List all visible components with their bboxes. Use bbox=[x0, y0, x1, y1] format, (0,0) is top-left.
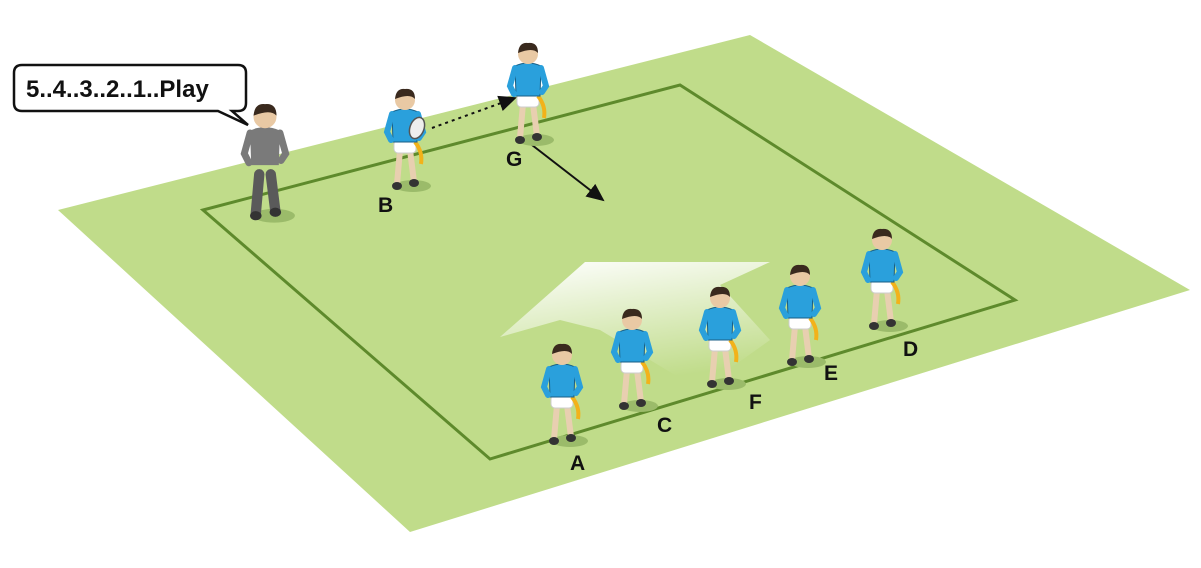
player-a bbox=[540, 343, 588, 447]
boot bbox=[804, 355, 814, 363]
hair bbox=[710, 286, 730, 297]
torso bbox=[868, 248, 896, 283]
torso bbox=[706, 306, 734, 341]
arms bbox=[240, 129, 290, 167]
boot bbox=[409, 179, 419, 187]
torso bbox=[514, 62, 542, 97]
player-label-e: E bbox=[824, 362, 838, 385]
arms bbox=[610, 331, 654, 363]
torso bbox=[548, 363, 576, 398]
hair bbox=[872, 228, 892, 239]
arms bbox=[860, 251, 904, 283]
boot bbox=[549, 437, 559, 445]
hair bbox=[622, 308, 642, 319]
boot bbox=[532, 133, 542, 141]
tag-belt-icon bbox=[570, 395, 581, 420]
boot bbox=[392, 182, 402, 190]
boot bbox=[707, 380, 717, 388]
hair bbox=[790, 264, 810, 275]
player-label-a: A bbox=[570, 452, 585, 475]
arms bbox=[506, 65, 550, 97]
boot bbox=[869, 322, 879, 330]
boot bbox=[269, 207, 282, 217]
legs bbox=[551, 402, 574, 442]
player-d bbox=[860, 228, 908, 332]
boot bbox=[724, 377, 734, 385]
legs bbox=[871, 287, 894, 327]
tag-belt-icon bbox=[536, 94, 547, 119]
player-g bbox=[506, 42, 554, 146]
hair bbox=[395, 88, 415, 99]
pass-arrow bbox=[431, 95, 517, 129]
torso bbox=[786, 284, 814, 319]
arms bbox=[698, 309, 742, 341]
legs bbox=[709, 345, 732, 385]
player-b bbox=[383, 88, 431, 192]
tag-belt-icon bbox=[413, 140, 424, 165]
tag-belt-icon bbox=[808, 316, 819, 341]
hair bbox=[518, 42, 538, 53]
player-label-d: D bbox=[903, 338, 918, 361]
player-e bbox=[778, 264, 826, 368]
boot bbox=[636, 399, 646, 407]
legs bbox=[250, 169, 281, 219]
player-coach bbox=[240, 104, 295, 223]
boot bbox=[566, 434, 576, 442]
player-label-b: B bbox=[378, 194, 393, 217]
player-label-c: C bbox=[657, 414, 672, 437]
legs bbox=[394, 147, 417, 187]
torso bbox=[250, 127, 280, 166]
boot bbox=[250, 211, 262, 221]
run-arrow bbox=[531, 144, 605, 202]
player-label-g: G bbox=[506, 148, 522, 171]
boot bbox=[515, 136, 525, 144]
boot bbox=[619, 402, 629, 410]
legs bbox=[621, 367, 644, 407]
hair bbox=[552, 343, 572, 354]
speech-bubble: 5..4..3..2..1..Play bbox=[12, 63, 249, 127]
boot bbox=[886, 319, 896, 327]
player-f bbox=[698, 286, 746, 390]
arms bbox=[540, 366, 584, 398]
tag-belt-icon bbox=[640, 360, 651, 385]
player-c bbox=[610, 308, 658, 412]
speech-bubble-text: 5..4..3..2..1..Play bbox=[26, 76, 209, 103]
tag-belt-icon bbox=[890, 280, 901, 305]
legs bbox=[789, 323, 812, 363]
legs bbox=[517, 101, 540, 141]
rugby-ball-icon bbox=[408, 116, 426, 140]
boot bbox=[787, 358, 797, 366]
tag-belt-icon bbox=[728, 338, 739, 363]
player-label-f: F bbox=[749, 391, 762, 414]
torso bbox=[618, 328, 646, 363]
arms bbox=[778, 287, 822, 319]
hair bbox=[253, 104, 277, 116]
